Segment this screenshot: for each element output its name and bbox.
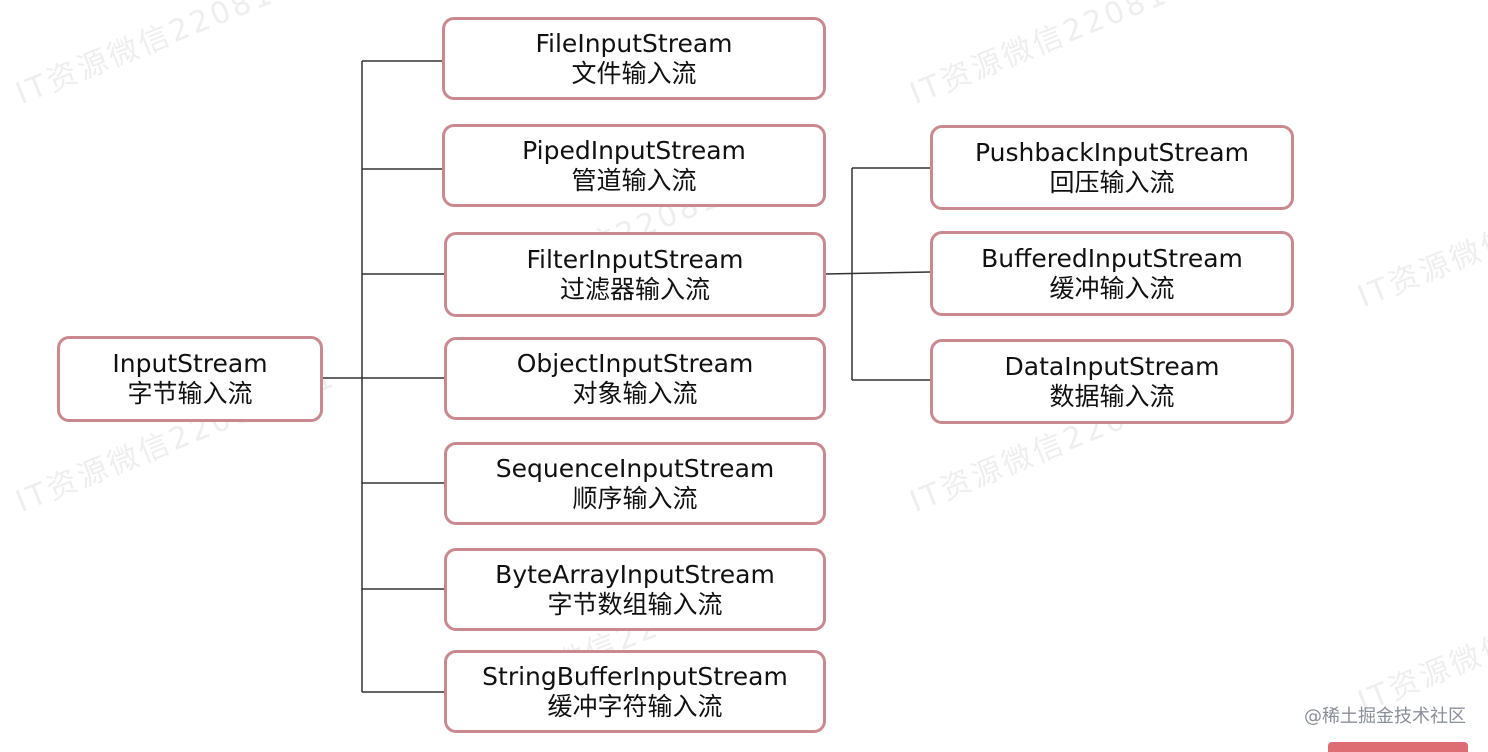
- node-zh-label: 数据输入流: [1049, 381, 1175, 411]
- node-en-label: BufferedInputStream: [981, 243, 1243, 273]
- node-zh-label: 缓冲输入流: [1049, 273, 1175, 303]
- node-datainputstream: DataInputStream 数据输入流: [930, 339, 1294, 424]
- node-zh-label: 缓冲字符输入流: [547, 691, 723, 721]
- node-en-label: ObjectInputStream: [516, 348, 754, 378]
- filter-connector: [824, 271, 931, 275]
- node-sequenceinputstream: SequenceInputStream 顺序输入流: [444, 442, 826, 525]
- node-zh-label: 文件输入流: [571, 58, 697, 88]
- node-zh-label: 对象输入流: [572, 378, 698, 408]
- node-en-label: InputStream: [112, 349, 268, 378]
- node-en-label: StringBufferInputStream: [482, 661, 788, 691]
- node-zh-label: 过滤器输入流: [559, 274, 710, 304]
- credit-label: @稀土掘金技术社区: [1304, 706, 1466, 727]
- node-zh-label: 回压输入流: [1049, 167, 1175, 197]
- node-bufferedinputstream: BufferedInputStream 缓冲输入流: [930, 231, 1294, 316]
- node-zh-label: 字节数组输入流: [547, 589, 723, 619]
- node-en-label: ByteArrayInputStream: [495, 559, 775, 589]
- node-inputstream: InputStream 字节输入流: [57, 336, 323, 422]
- node-pipedinputstream: PipedInputStream 管道输入流: [442, 124, 826, 207]
- node-en-label: SequenceInputStream: [495, 453, 775, 483]
- node-en-label: PipedInputStream: [522, 135, 746, 165]
- node-en-label: FileInputStream: [535, 28, 733, 58]
- node-stringbufferinputstream: StringBufferInputStream 缓冲字符输入流: [444, 650, 826, 733]
- node-zh-label: 字节输入流: [127, 379, 253, 408]
- node-en-label: FilterInputStream: [526, 244, 744, 274]
- node-zh-label: 顺序输入流: [572, 483, 698, 513]
- logo-sliver: [1328, 742, 1468, 752]
- node-fileinputstream: FileInputStream 文件输入流: [442, 17, 826, 100]
- node-objectinputstream: ObjectInputStream 对象输入流: [444, 337, 826, 420]
- node-en-label: PushbackInputStream: [975, 137, 1249, 167]
- node-en-label: DataInputStream: [1004, 351, 1220, 381]
- node-pushbackinputstream: PushbackInputStream 回压输入流: [930, 125, 1294, 210]
- node-filterinputstream: FilterInputStream 过滤器输入流: [444, 232, 826, 317]
- node-bytearrayinputstream: ByteArrayInputStream 字节数组输入流: [444, 548, 826, 631]
- node-zh-label: 管道输入流: [571, 165, 697, 195]
